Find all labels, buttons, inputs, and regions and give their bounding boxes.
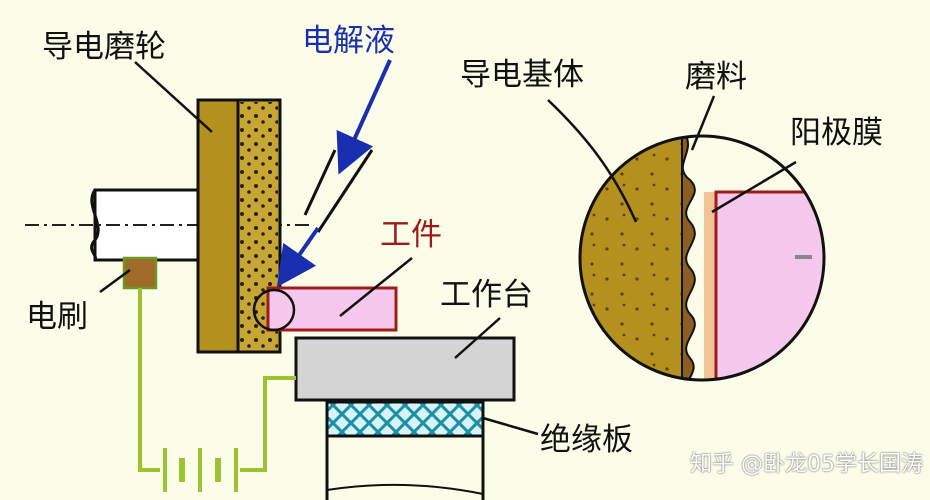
battery [163,448,238,492]
label-electrolyte: 电解液 [302,23,395,59]
label-brush: 电刷 [26,299,88,335]
label-work-table: 工作台 [440,277,533,313]
label-abrasive: 磨料 [685,59,747,95]
magnify-circle-small [252,288,296,332]
insulating-plate [325,400,485,500]
leader-lines [99,61,539,436]
electrolyte-arrow-2 [276,226,320,288]
label-insulating-plate: 绝缘板 [540,422,633,458]
leader-lines-right [547,95,797,223]
label-workpiece: 工件 [380,217,442,253]
work-table [294,336,516,402]
circuit-wire [138,288,296,472]
electrolyte-nozzle [303,149,374,233]
magnified-view [578,134,826,382]
watermark: 知乎 @卧龙05学长国涛 [690,452,923,477]
abrasive-grains [681,136,696,380]
brush [122,256,158,290]
label-anode-film: 阳极膜 [790,115,883,151]
label-conductive-wheel: 导电磨轮 [42,29,166,65]
electrolyte-arrow-1 [336,59,392,175]
label-conductive-substrate: 导电基体 [460,57,584,93]
